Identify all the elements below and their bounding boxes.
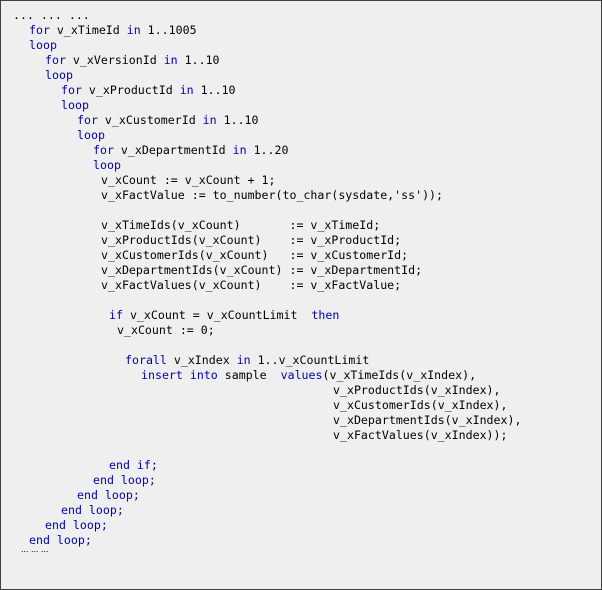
code-text: v_xProductId (81, 83, 180, 97)
code-keyword: forall (125, 353, 167, 367)
code-keyword: in (163, 53, 178, 67)
code-line: loop (93, 158, 121, 173)
code-text: v_xDepartmentIds(v_xCount) := v_xDepartm… (101, 263, 423, 277)
code-keyword: loop (77, 128, 105, 142)
code-keyword: then (311, 308, 340, 322)
code-keyword: for (77, 113, 98, 127)
code-text: v_xFactValues(v_xIndex)); (333, 428, 508, 442)
code-text: v_xCustomerIds(v_xCount) := v_xCustomerI… (101, 248, 409, 262)
code-keyword: end loop; (61, 503, 124, 517)
code-keyword: loop (93, 158, 121, 172)
code-text: v_xDepartmentId (113, 143, 233, 157)
code-keyword: loop (61, 98, 89, 112)
code-line: end loop; (77, 488, 140, 503)
code-text: v_xCustomerId (97, 113, 203, 127)
code-line: if v_xCount = v_xCountLimit then (109, 308, 339, 323)
code-line: ... ... ... (13, 8, 90, 23)
code-keyword: insert into (141, 368, 218, 382)
code-text: (v_xTimeIds(v_xIndex), (322, 368, 477, 382)
code-keyword: for (29, 23, 50, 37)
code-line: for v_xVersionId in 1..10 (45, 53, 220, 68)
code-text: v_xIndex (166, 353, 237, 367)
code-text: 1..10 (216, 113, 259, 127)
code-text: v_xVersionId (65, 53, 164, 67)
code-keyword: end loop; (45, 518, 108, 532)
code-line: v_xFactValue := to_number(to_char(sysdat… (101, 188, 443, 203)
code-text: 1..1005 (140, 23, 197, 37)
code-line: v_xProductIds(v_xCount) := v_xProductId; (101, 233, 401, 248)
code-line: for v_xProductId in 1..10 (61, 83, 236, 98)
code-text: ... ... ... (13, 8, 90, 22)
code-text: v_xCount := v_xCount + 1; (101, 173, 276, 187)
code-text: v_xProductIds(v_xCount) := v_xProductId; (101, 233, 402, 247)
code-line: v_xCount := 0; (117, 323, 215, 338)
code-keyword: in (126, 23, 141, 37)
code-line: v_xProductIds(v_xIndex), (333, 383, 501, 398)
code-keyword: in (232, 143, 247, 157)
code-keyword: values (280, 368, 323, 382)
code-text: v_xProductIds(v_xIndex), (333, 383, 501, 397)
code-text: v_xDepartmentIds(v_xIndex), (333, 413, 522, 427)
code-text: 1..20 (246, 143, 289, 157)
code-line: loop (29, 38, 57, 53)
code-line: v_xCustomerIds(v_xCount) := v_xCustomerI… (101, 248, 408, 263)
trailing-ellipsis: ... ... ... (21, 544, 49, 554)
code-keyword: end loop; (29, 533, 92, 547)
code-text: v_xCustomerIds(v_xIndex), (333, 398, 508, 412)
code-keyword: for (45, 53, 66, 67)
code-line: v_xDepartmentIds(v_xIndex), (333, 413, 521, 428)
code-keyword: in (202, 113, 217, 127)
code-keyword: for (61, 83, 82, 97)
code-line: v_xFactValues(v_xCount) := v_xFactValue; (101, 278, 401, 293)
code-text: sample (217, 368, 281, 382)
code-keyword: end loop; (77, 488, 140, 502)
code-text: 1..10 (193, 83, 236, 97)
code-line: for v_xDepartmentId in 1..20 (93, 143, 288, 158)
code-keyword: end if; (109, 458, 158, 472)
code-line: v_xCustomerIds(v_xIndex), (333, 398, 508, 413)
code-line: loop (77, 128, 105, 143)
code-line: v_xDepartmentIds(v_xCount) := v_xDepartm… (101, 263, 422, 278)
code-line: end loop; (61, 503, 124, 518)
code-line: end loop; (29, 533, 92, 548)
code-line: for v_xTimeId in 1..1005 (29, 23, 197, 38)
code-text: v_xCount = v_xCountLimit (122, 308, 312, 322)
code-line: end loop; (45, 518, 108, 533)
code-line: end loop; (93, 473, 156, 488)
code-text: v_xCount := 0; (117, 323, 215, 337)
code-keyword: in (236, 353, 251, 367)
code-text: 1..v_xCountLimit (250, 353, 370, 367)
code-keyword: if (109, 308, 123, 322)
code-line: loop (61, 98, 89, 113)
code-line: loop (45, 68, 73, 83)
code-line: forall v_xIndex in 1..v_xCountLimit (125, 353, 369, 368)
code-text: v_xFactValue := to_number(to_char(sysdat… (101, 188, 444, 202)
code-line: v_xFactValues(v_xIndex)); (333, 428, 508, 443)
code-keyword: loop (45, 68, 73, 82)
code-text: v_xTimeIds(v_xCount) := v_xTimeId; (101, 218, 381, 232)
code-line: v_xCount := v_xCount + 1; (101, 173, 276, 188)
code-text: 1..10 (177, 53, 220, 67)
code-line: v_xTimeIds(v_xCount) := v_xTimeId; (101, 218, 380, 233)
code-text: v_xTimeId (49, 23, 127, 37)
code-keyword: in (179, 83, 194, 97)
code-line: for v_xCustomerId in 1..10 (77, 113, 259, 128)
code-keyword: end loop; (93, 473, 156, 487)
code-line: end if; (109, 458, 158, 473)
code-line: insert into sample values(v_xTimeIds(v_x… (141, 368, 476, 383)
code-text: v_xFactValues(v_xCount) := v_xFactValue; (101, 278, 402, 292)
code-keyword: loop (29, 38, 57, 52)
code-keyword: for (93, 143, 114, 157)
